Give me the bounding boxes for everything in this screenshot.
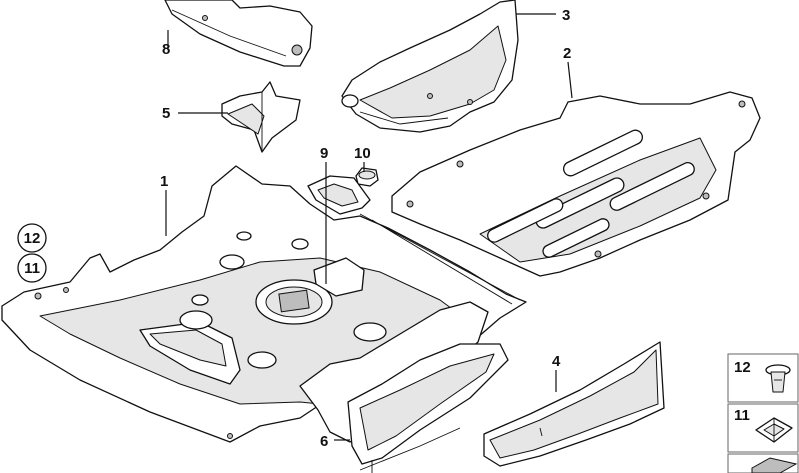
callout-4: 4 [552, 353, 561, 370]
part-5-bracket[interactable] [221, 81, 301, 153]
callout-1: 1 [160, 173, 168, 190]
callout-2: 2 [563, 45, 571, 62]
callout-8: 8 [162, 41, 170, 58]
part-8-heat-shield[interactable] [164, 0, 313, 67]
callout-numbers: 3 2 8 5 9 10 1 4 6 12 11 [17, 7, 571, 450]
callout-11: 11 [24, 260, 40, 277]
callout-12: 12 [24, 230, 41, 247]
fastener-legend: 12 11 [727, 353, 799, 473]
clip-icon [755, 417, 793, 443]
legend-number-12: 12 [734, 359, 751, 376]
leader-lines [165, 13, 573, 441]
callout-10: 10 [354, 145, 371, 162]
part-9-cover-plate[interactable] [307, 175, 371, 215]
callout-11-circle [17, 253, 47, 283]
pad-icon [751, 457, 798, 473]
callout-9: 9 [320, 145, 328, 162]
legend-number-11: 11 [734, 407, 750, 424]
legend-cell-12 [727, 353, 799, 403]
part-6-side-rail[interactable] [299, 301, 509, 473]
callout-6: 6 [320, 433, 328, 450]
rivet-icon [765, 364, 791, 393]
callout-3: 3 [562, 7, 570, 24]
part-3-side-trim[interactable] [341, 0, 519, 133]
callout-5: 5 [162, 105, 170, 122]
callout-12-circle [17, 223, 47, 253]
part-2-rear-panel[interactable] [391, 91, 761, 277]
part-4-sill-cover[interactable] [483, 341, 665, 467]
part-10-plug[interactable] [355, 167, 379, 187]
